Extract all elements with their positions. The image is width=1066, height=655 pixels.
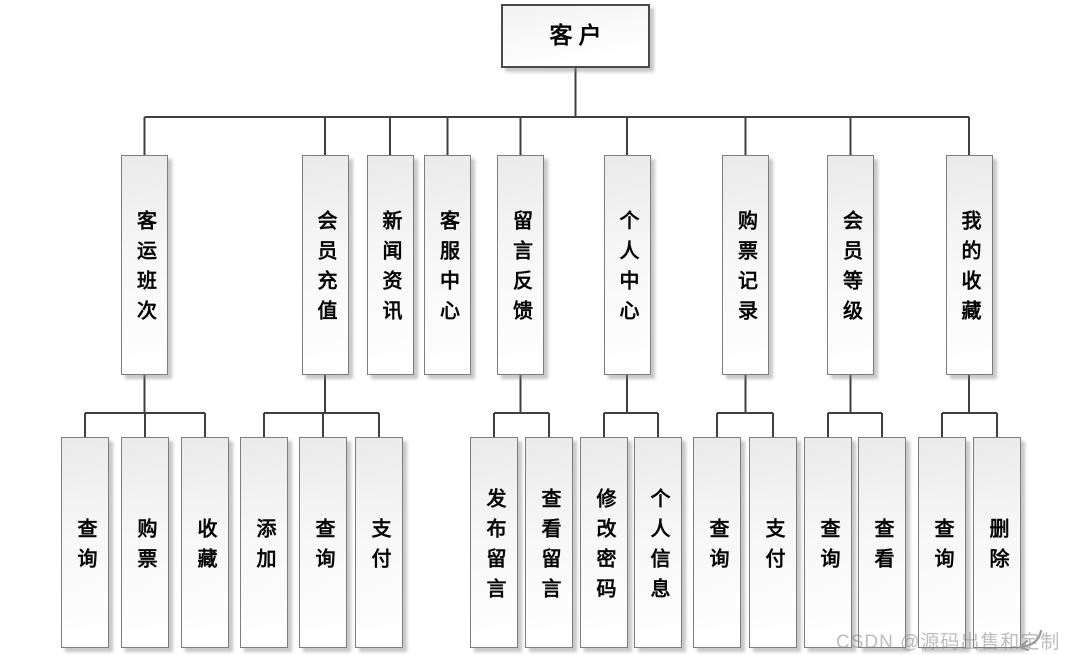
tree-node: 发布留言 (470, 437, 518, 648)
node-label: 会员等级 (839, 210, 862, 330)
node-label: 支付 (368, 517, 390, 578)
node-label: 客运班次 (133, 210, 156, 330)
tree-node: 会员等级 (827, 155, 874, 375)
tree-node: 留言反馈 (497, 155, 544, 375)
cursor-arrow-icon (1018, 629, 1043, 652)
connector-path (84, 68, 998, 437)
node-label: 查询 (74, 517, 96, 578)
tree-node: 客服中心 (424, 155, 471, 375)
node-label: 查询 (817, 517, 839, 578)
tree-node: 我的收藏 (945, 155, 993, 375)
node-label: 查看留言 (538, 487, 560, 608)
tree-node: 购票记录 (722, 155, 769, 375)
tree-node: 查询 (693, 437, 741, 648)
node-label: 添加 (253, 517, 275, 578)
node-label: 查询 (931, 517, 953, 578)
tree-node: 查看留言 (525, 437, 573, 648)
node-label: 客户 (549, 22, 608, 49)
node-label: 修改密码 (593, 487, 615, 608)
tree-node: 查询 (804, 437, 852, 648)
watermark-text: CSDN @源码出售和定制 (836, 632, 1061, 653)
node-label: 收藏 (194, 517, 216, 578)
watermark: CSDN @源码出售和定制 (836, 627, 1060, 654)
tree-node: 新闻资讯 (366, 155, 414, 375)
tree-node: 个人中心 (603, 155, 651, 375)
node-label: 个人信息 (647, 487, 669, 608)
tree-node: 收藏 (181, 437, 229, 648)
node-label: 购票记录 (734, 210, 757, 330)
node-label: 我的收藏 (958, 210, 980, 330)
tree-node: 支付 (355, 437, 403, 648)
node-label: 查询 (312, 517, 334, 578)
tree-node: 修改密码 (580, 437, 628, 648)
node-label: 会员充值 (314, 210, 336, 330)
tree-node: 购票 (121, 437, 169, 648)
node-label: 删除 (986, 517, 1008, 578)
tree-node-root: 客户 (501, 4, 650, 68)
node-label: 个人中心 (616, 210, 638, 330)
tree-node: 查询 (299, 437, 347, 648)
tree-node: 支付 (749, 437, 797, 648)
tree-node: 客运班次 (121, 155, 168, 375)
tree-node: 查询 (918, 437, 966, 648)
tree-node: 删除 (973, 437, 1021, 648)
node-label: 购票 (134, 517, 156, 578)
node-label: 查看 (871, 517, 893, 578)
node-label: 支付 (762, 517, 784, 578)
node-label: 留言反馈 (509, 210, 532, 330)
node-label: 发布留言 (483, 487, 505, 608)
tree-node: 添加 (240, 437, 288, 648)
tree-node: 会员充值 (301, 155, 349, 375)
tree-node: 查询 (61, 437, 109, 648)
tree-node: 个人信息 (634, 437, 682, 648)
node-label: 新闻资讯 (379, 210, 401, 330)
tree-node: 查看 (858, 437, 906, 648)
node-label: 查询 (706, 517, 728, 578)
node-label: 客服中心 (436, 210, 459, 330)
